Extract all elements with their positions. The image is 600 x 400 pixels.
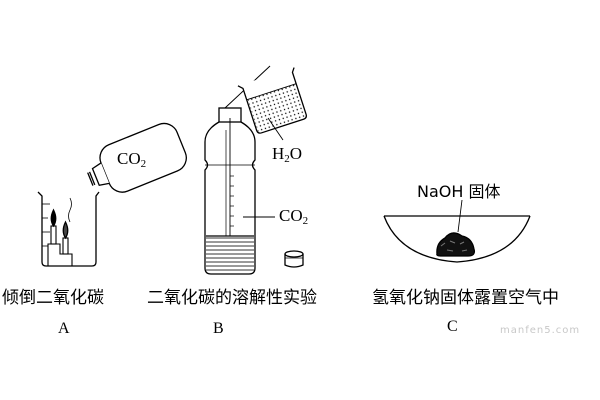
- panel-b-caption: 二氧化碳的溶解性实验: [147, 288, 317, 308]
- bottle-cap-icon: [284, 250, 304, 268]
- water-leader-line: [267, 117, 284, 141]
- panel-a-letter: A: [58, 320, 70, 337]
- gas-bottle-icon: [87, 122, 187, 193]
- panel-b-letter: B: [213, 320, 224, 337]
- panel-b-water-label: H2O: [272, 144, 303, 165]
- panel-b-drawing: [204, 65, 307, 275]
- watermark-text: manfen5.com: [500, 325, 581, 336]
- candle-stand-icon: [47, 225, 73, 266]
- solid-leader-line: [457, 199, 463, 233]
- panel-a-caption: 倾倒二氧化碳: [2, 288, 104, 308]
- panel-c-drawing: [383, 199, 531, 263]
- panel-a-drawing: [37, 122, 187, 267]
- beaker-icon: [37, 191, 100, 267]
- plastic-bottle-icon: [204, 107, 256, 275]
- candle-flame-icon: [50, 197, 72, 240]
- evaporating-dish-icon: [383, 215, 531, 263]
- panel-c-caption: 氢氧化钠固体露置空气中: [372, 288, 559, 308]
- panel-b-gas-label: CO2: [279, 206, 309, 227]
- panel-c-solid-label: NaOH 固体: [417, 182, 501, 201]
- naoh-solid-icon: [436, 232, 476, 257]
- panel-a-gas-label: CO2: [117, 149, 147, 170]
- water-beaker-icon: [237, 67, 307, 134]
- panel-c-letter: C: [447, 318, 458, 335]
